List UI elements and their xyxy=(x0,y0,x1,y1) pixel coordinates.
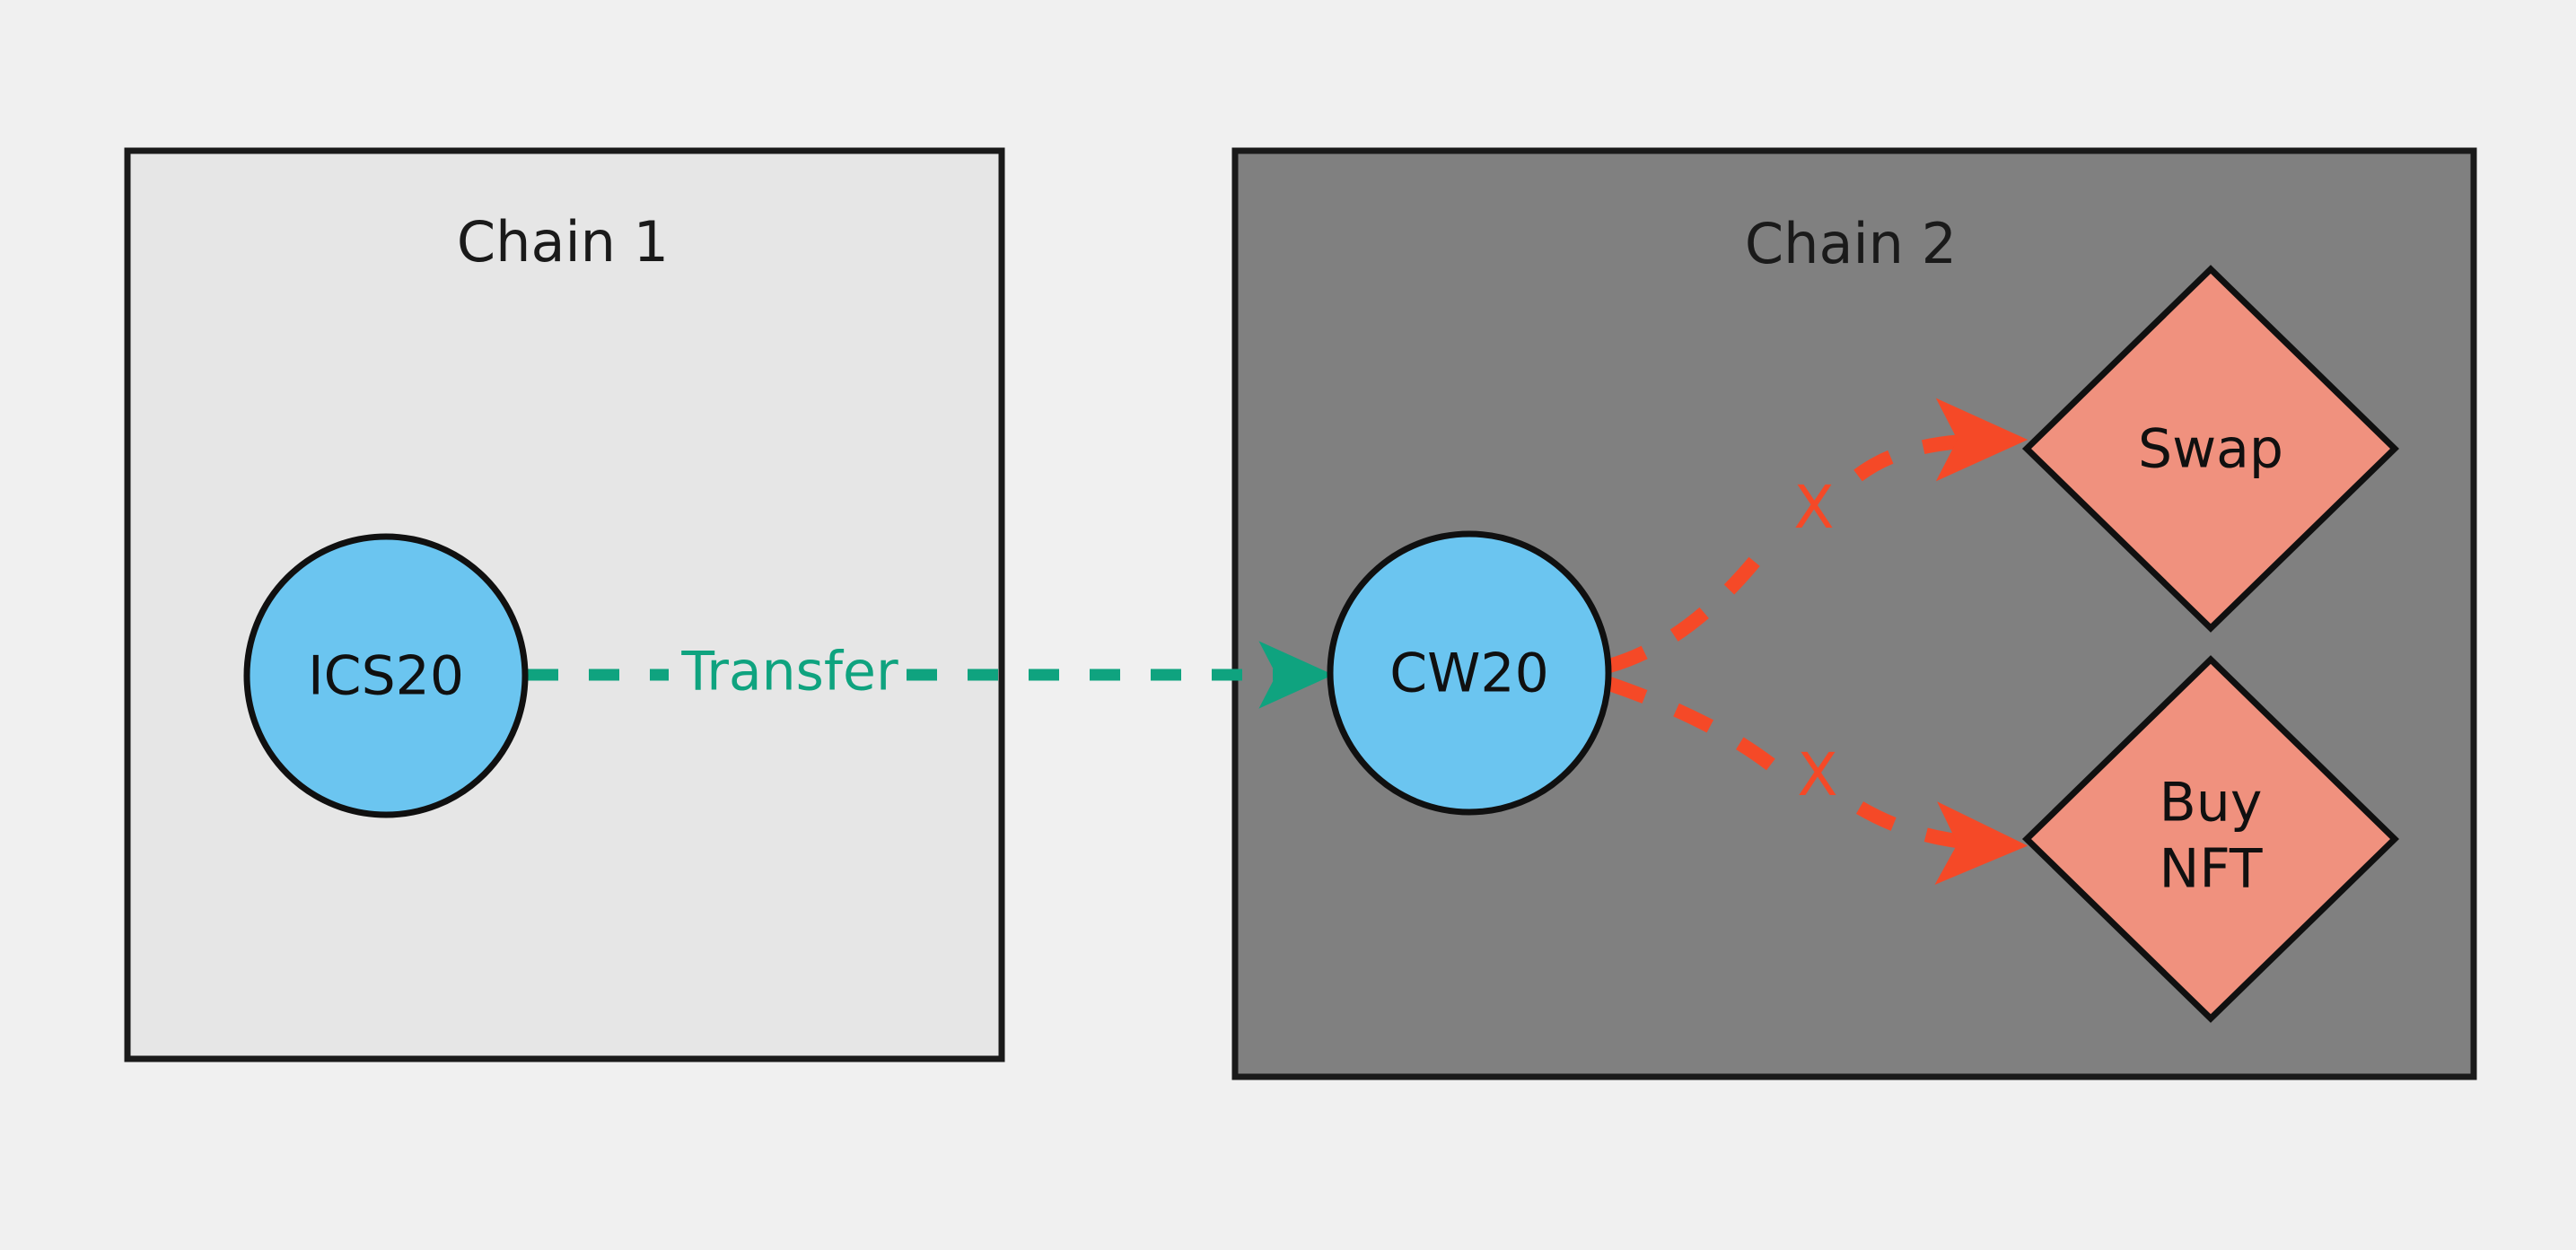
buy-nft-label-line1: Buy xyxy=(2160,772,2263,835)
node-swap[interactable]: Swap xyxy=(2021,265,2400,633)
cw20-buynft-blocked-marker: X xyxy=(1797,740,1837,809)
chain1-box xyxy=(124,147,1005,1062)
cw20-label: CW20 xyxy=(1389,642,1549,705)
container-chain1[interactable]: Chain 1 xyxy=(124,147,1005,1062)
edge-cw20-to-buy-nft[interactable]: X xyxy=(1607,677,2028,885)
chain2-title: Chain 2 xyxy=(1745,211,1957,276)
cw20-circle xyxy=(1327,530,1612,816)
buy-nft-label-line2: NFT xyxy=(2160,838,2263,901)
transfer-edge-label: Transfer xyxy=(680,641,898,704)
cw20-buynft-path-lower xyxy=(1855,801,2028,885)
node-cw20[interactable]: CW20 xyxy=(1327,530,1612,816)
edge-transfer[interactable]: Transfer xyxy=(528,641,1334,709)
cw20-swap-path-lower xyxy=(1607,534,1779,673)
swap-diamond xyxy=(2021,265,2400,633)
swap-label: Swap xyxy=(2138,418,2283,481)
ics20-label: ICS20 xyxy=(308,645,464,708)
node-buy-nft[interactable]: Buy NFT xyxy=(2021,655,2400,1023)
node-ics20[interactable]: ICS20 xyxy=(243,533,529,818)
cw20-buynft-path-upper xyxy=(1607,677,1780,774)
ics20-circle xyxy=(243,533,529,818)
cw20-swap-blocked-marker: X xyxy=(1793,473,1834,542)
buy-nft-diamond xyxy=(2021,655,2400,1023)
chain1-title: Chain 1 xyxy=(457,209,669,275)
edge-cw20-to-swap[interactable]: X xyxy=(1607,398,2028,673)
cw20-swap-path-upper xyxy=(1853,398,2028,482)
